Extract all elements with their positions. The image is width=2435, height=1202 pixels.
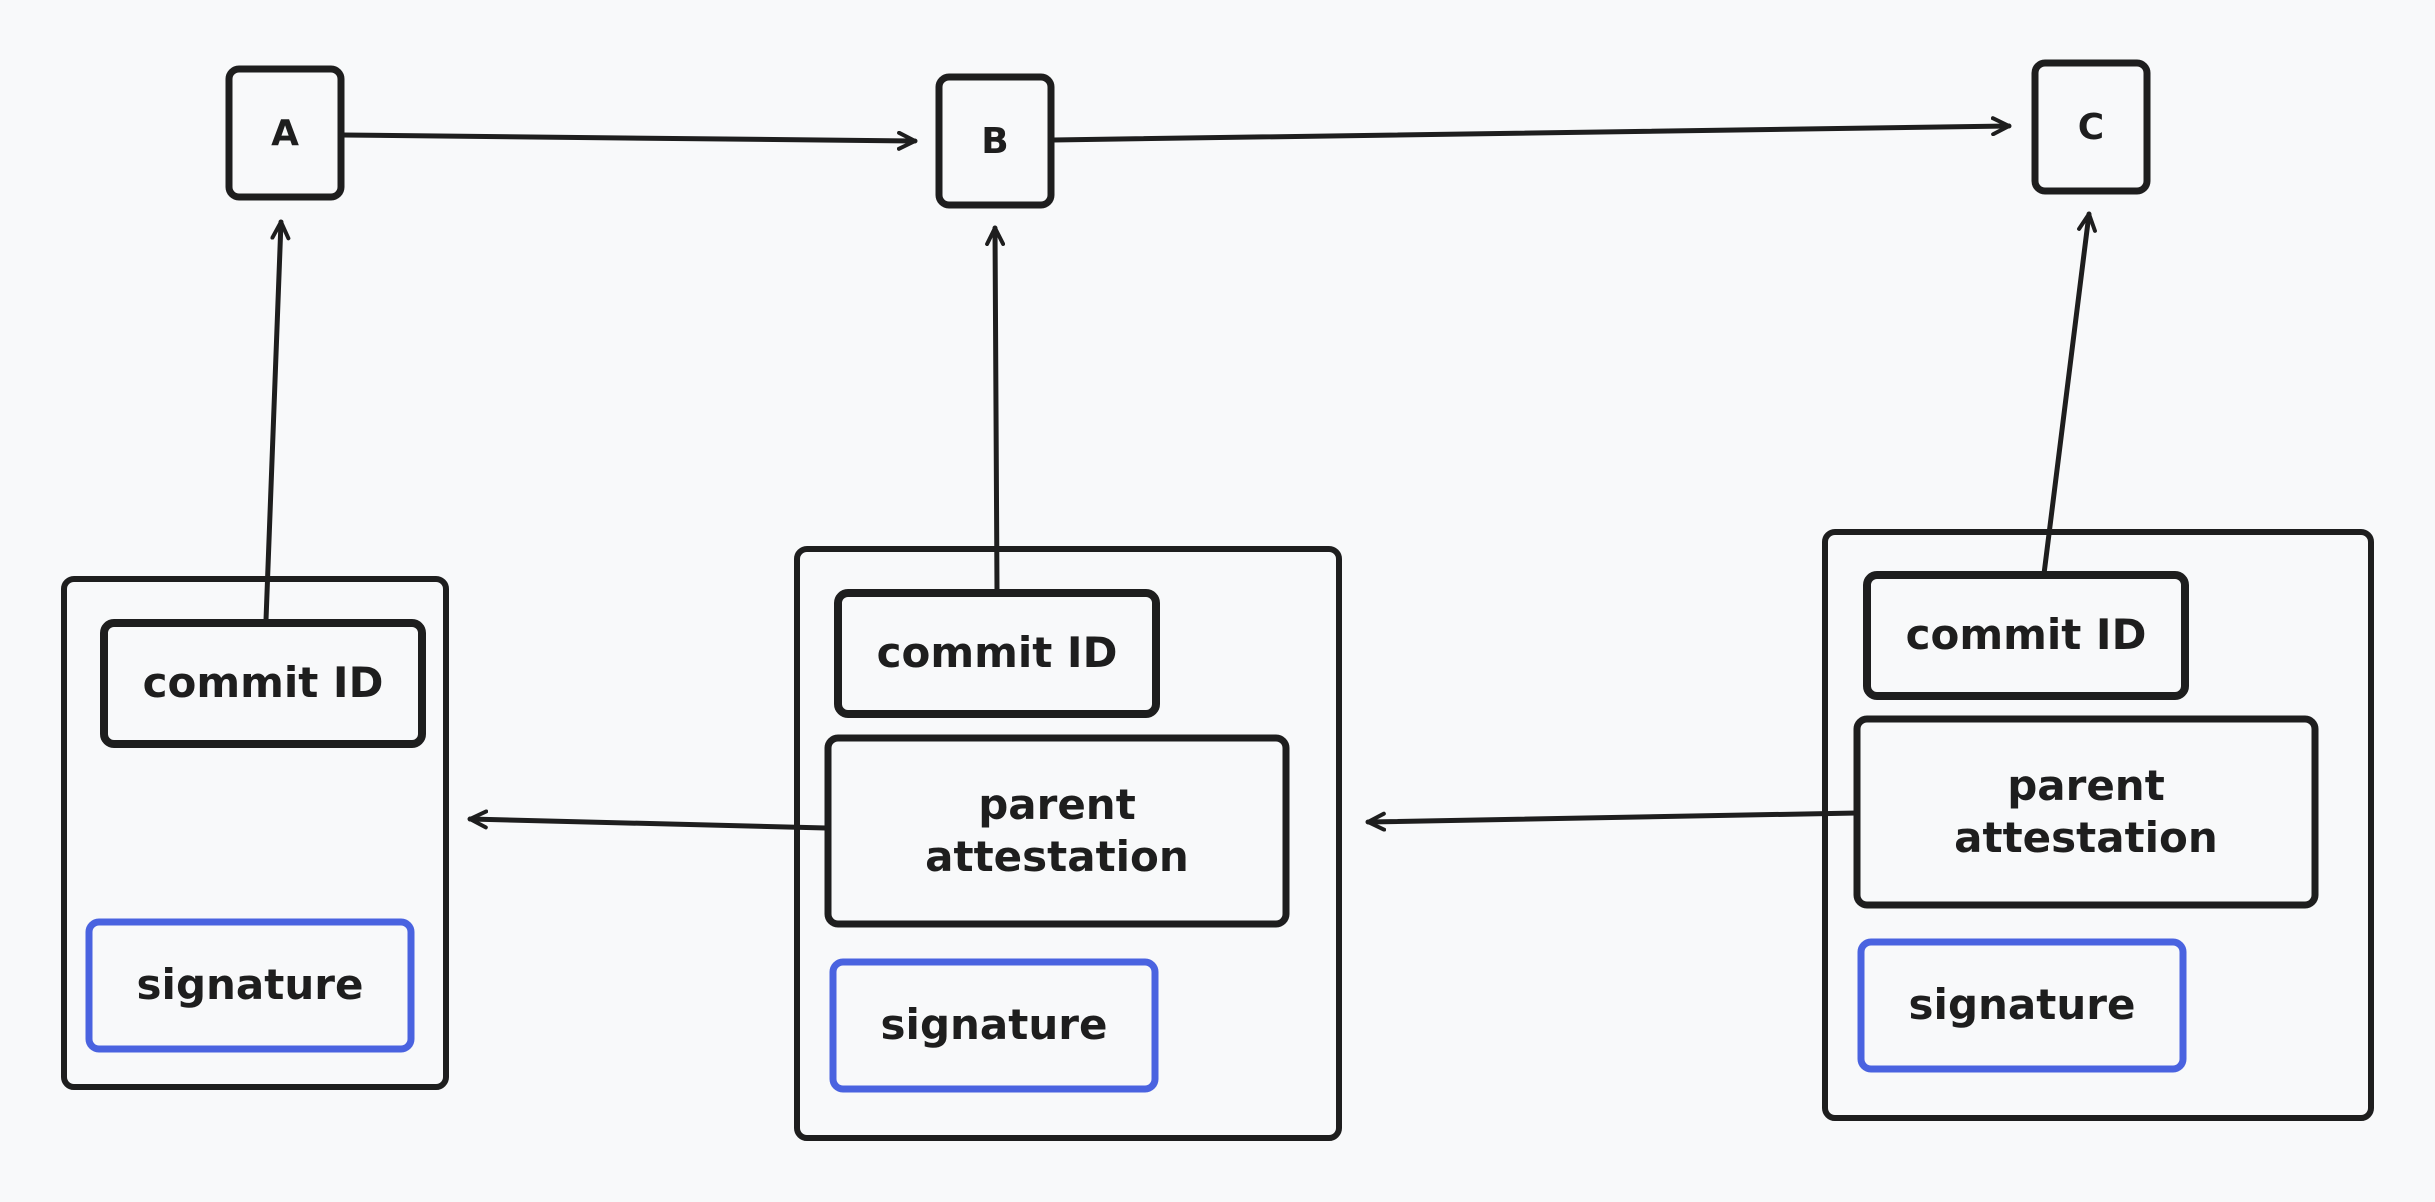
edge-attestation-2-to-attestation-1 [467,809,829,831]
attestation-3-commit-id-field[interactable] [1863,571,2189,700]
attestation-3-parent-attestation-field[interactable] [1853,715,2319,909]
edges [263,116,2097,832]
edge-attestation-3-to-c [2041,211,2097,577]
edge-b-to-c [1050,116,2012,143]
attestation-3-signature-field[interactable] [1857,938,2187,1073]
attestation-2-commit-id-field[interactable] [834,589,1160,718]
attestation-2-parent-attestation-field[interactable] [824,734,1290,928]
attestation-1-signature-field[interactable] [85,918,415,1053]
attestation-1-commit-id-field[interactable] [100,619,426,748]
edge-attestation-1-to-a [263,219,291,623]
commit-node-a[interactable] [225,65,345,201]
attestation-2-signature-field[interactable] [829,958,1159,1093]
attestation-3-box[interactable] [1822,529,2374,1121]
commit-node-c[interactable] [2031,59,2151,195]
attestation-1 [61,576,449,1090]
commit-nodes [225,59,2151,209]
attestation-2 [794,546,1342,1141]
edge-attestation-2-to-b [985,225,1006,594]
attestation-2-box[interactable] [794,546,1342,1141]
edge-a-to-b [340,130,918,151]
commit-node-b[interactable] [935,73,1055,209]
edge-attestation-3-to-attestation-2 [1365,810,1860,832]
attestation-3 [1822,529,2374,1121]
attestation-1-box[interactable] [61,576,449,1090]
